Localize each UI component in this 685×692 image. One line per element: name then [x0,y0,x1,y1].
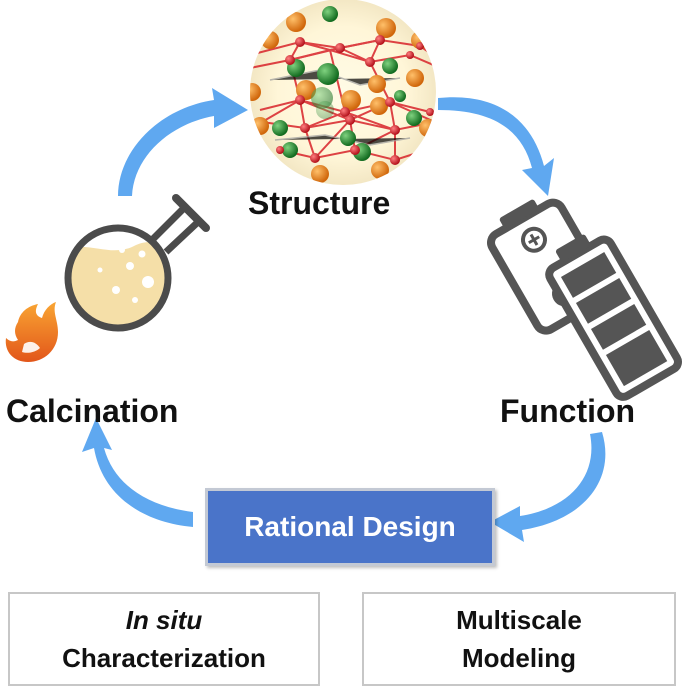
rational-design-box: Rational Design [205,488,495,566]
function-label: Function [500,393,636,429]
structure-label: Structure [248,185,391,221]
rational-design-label: Rational Design [244,511,456,542]
battery-icon [487,198,682,401]
characterization-label: Characterization [62,643,266,673]
calcination-label: Calcination [6,393,179,429]
in-situ-characterization-box: In situ Characterization [8,592,320,686]
crystal-structure-icon [250,0,436,185]
cycle-arrow-icon [82,88,606,542]
modeling-label: Modeling [461,643,577,673]
in-situ-label: In situ [125,605,203,635]
flask-icon [64,194,210,332]
multiscale-modeling-box: Multiscale Modeling [362,592,676,686]
flame-icon [5,302,58,362]
multiscale-label: Multiscale [456,605,582,635]
